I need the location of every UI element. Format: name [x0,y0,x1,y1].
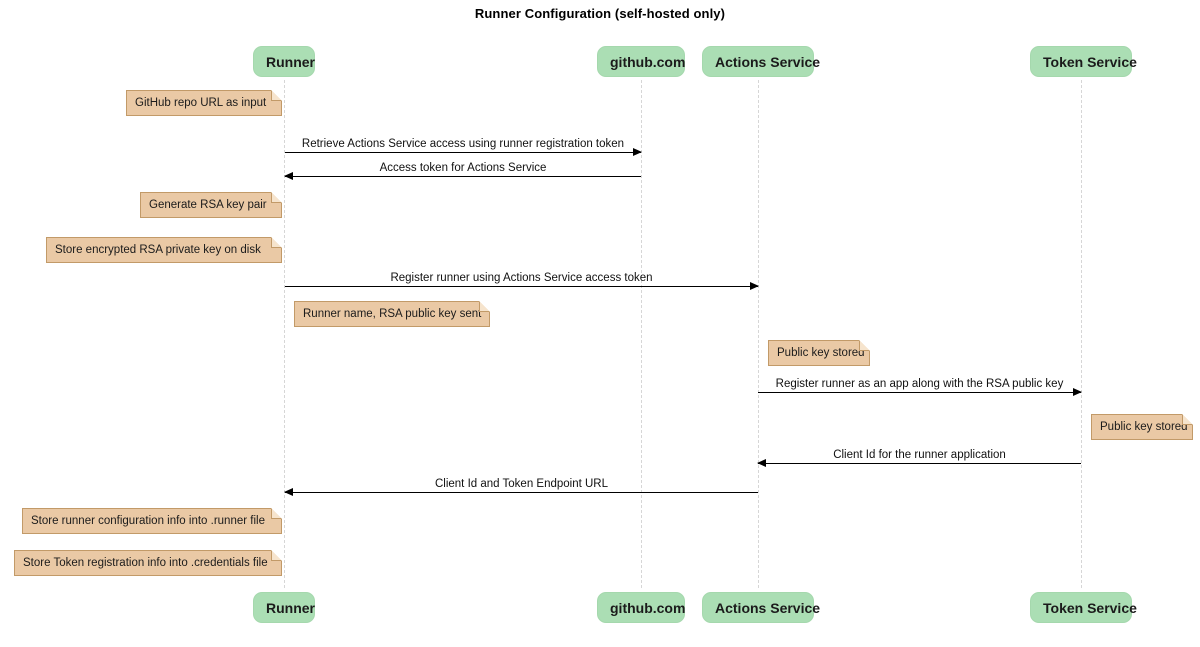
message-label: Retrieve Actions Service access using ru… [301,138,625,150]
note-fold-icon [271,237,282,248]
note-fold-icon [1182,414,1193,425]
note-public-key-stored-as: Public key stored [768,340,870,366]
note-label: Runner name, RSA public key sent [303,308,482,320]
lifeline-actions [758,80,759,588]
lifeline-token [1081,80,1082,588]
msg-client-id: Client Id for the runner application [757,449,1081,467]
lifeline-github [641,80,642,588]
participant-runner-bottom[interactable]: Runner [253,592,315,623]
note-store-token-reg: Store Token registration info into .cred… [14,550,282,576]
msg-access-token: Access token for Actions Service [284,162,641,180]
participant-actions-top[interactable]: Actions Service [702,46,820,77]
participant-actions-bottom[interactable]: Actions Service [702,592,820,623]
participant-github-top[interactable]: github.com [597,46,685,77]
message-label: Register runner using Actions Service ac… [390,272,653,284]
note-runner-name-pubkey: Runner name, RSA public key sent [294,301,490,327]
note-github-repo-url: GitHub repo URL as input [126,90,282,116]
note-fold-icon [271,550,282,561]
arrow-head-icon [284,487,293,496]
message-label: Access token for Actions Service [379,162,547,174]
note-label: GitHub repo URL as input [135,97,267,109]
note-store-runner-config: Store runner configuration info into .ru… [22,508,282,534]
arrow-head-icon [633,147,642,156]
participant-github-bottom[interactable]: github.com [597,592,685,623]
note-label: Public key stored [1100,421,1188,433]
note-label: Store encrypted RSA private key on disk [55,244,261,256]
lifeline-runner [284,80,285,588]
note-fold-icon [479,301,490,312]
note-label: Generate RSA key pair [149,199,267,211]
page-title: Runner Configuration (self-hosted only) [474,6,726,21]
note-label: Store runner configuration info into .ru… [31,515,265,527]
msg-register-runner: Register runner using Actions Service ac… [285,272,759,290]
note-label: Store Token registration info into .cred… [23,557,268,569]
arrow-head-icon [757,458,766,467]
arrow-head-icon [284,171,293,180]
note-public-key-stored-ts: Public key stored [1091,414,1193,440]
arrow-head-icon [750,281,759,290]
participant-token-top[interactable]: Token Service [1030,46,1137,77]
note-fold-icon [859,340,870,351]
message-label: Register runner as an app along with the… [775,378,1064,390]
msg-client-id-token-endpoint: Client Id and Token Endpoint URL [284,478,758,496]
note-generate-rsa: Generate RSA key pair [140,192,282,218]
note-fold-icon [271,192,282,203]
participant-runner-top[interactable]: Runner [253,46,315,77]
arrow-head-icon [1073,387,1082,396]
message-label: Client Id and Token Endpoint URL [434,478,609,490]
note-fold-icon [271,508,282,519]
msg-retrieve-actions-access: Retrieve Actions Service access using ru… [285,138,642,156]
note-fold-icon [271,90,282,101]
note-label: Public key stored [777,347,865,359]
msg-register-app-pubkey: Register runner as an app along with the… [758,378,1082,396]
note-store-encrypted-key: Store encrypted RSA private key on disk [46,237,282,263]
message-label: Client Id for the runner application [833,449,1006,461]
participant-token-bottom[interactable]: Token Service [1030,592,1137,623]
